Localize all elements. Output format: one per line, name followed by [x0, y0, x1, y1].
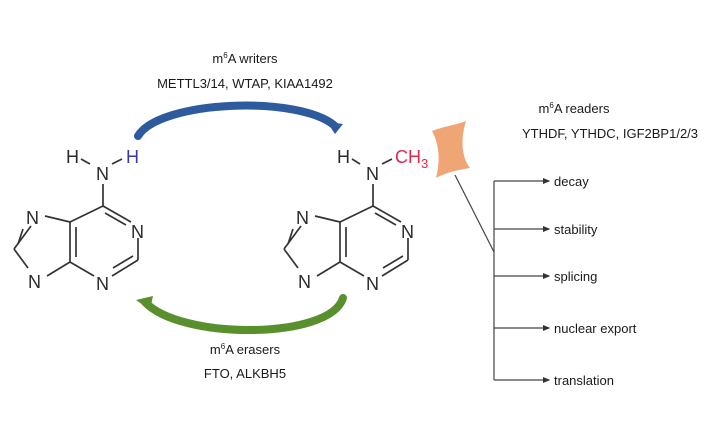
writers-enzymes: METTL3/14, WTAP, KIAA1492: [157, 76, 333, 91]
methyl-group: CH3: [395, 147, 428, 171]
atom-n-amine: N: [96, 164, 109, 184]
reader-connector-line: [454, 174, 495, 253]
atom-n9: N: [28, 272, 41, 292]
outcome-label: splicing: [554, 269, 597, 284]
atom-h-highlight: H: [126, 147, 139, 167]
atom-n9: N: [298, 272, 311, 292]
adenine-molecule: H H N N N N N: [13, 147, 144, 294]
atom-n1: N: [131, 222, 144, 242]
atom-h: H: [337, 147, 350, 167]
writers-arrow: [134, 101, 339, 140]
reader-protein-shape: [432, 121, 470, 178]
outcome-label: decay: [554, 174, 589, 189]
atom-n7: N: [26, 208, 39, 228]
outcome-label: translation: [554, 373, 614, 388]
readers-title: m6A readers: [539, 101, 610, 116]
outcome-branches: decay stability splicing nuclear export tran…: [494, 174, 637, 388]
atom-n-amine: N: [366, 164, 379, 184]
readers-proteins: YTHDF, YTHDC, IGF2BP1/2/3: [522, 126, 698, 141]
m6a-molecule: H N CH3 N N N N: [283, 147, 428, 294]
outcome-label: stability: [554, 222, 598, 237]
atom-h: H: [66, 147, 79, 167]
writers-arrowhead: [327, 122, 343, 134]
outcome-label: nuclear export: [554, 321, 637, 336]
atom-n3: N: [96, 274, 109, 294]
erasers-arrow: [141, 294, 347, 334]
atom-n7: N: [296, 208, 309, 228]
erasers-enzymes: FTO, ALKBH5: [204, 366, 286, 381]
atom-n3: N: [366, 274, 379, 294]
erasers-arrowhead: [136, 296, 153, 310]
atom-n1: N: [401, 222, 414, 242]
erasers-title: m6A erasers: [210, 342, 281, 357]
writers-title: m6A writers: [212, 51, 278, 66]
